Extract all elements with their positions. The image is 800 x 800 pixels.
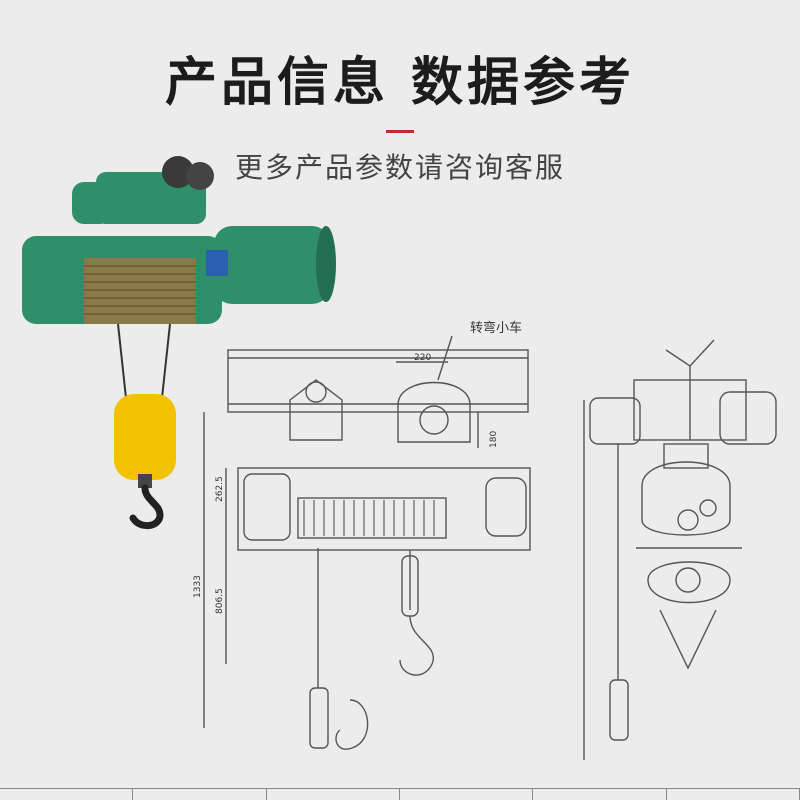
trolley-label: 转弯小车 bbox=[470, 320, 522, 336]
turning-trolley bbox=[397, 381, 471, 443]
spec-table-header bbox=[0, 788, 800, 800]
dim-806-5: 806.5 bbox=[215, 588, 225, 614]
page-subtitle: 更多产品参数请咨询客服 bbox=[234, 151, 565, 184]
main-motor bbox=[214, 226, 330, 304]
spec-table-cell bbox=[400, 789, 534, 800]
hoist-photo bbox=[22, 156, 336, 529]
spec-table-cell bbox=[0, 789, 134, 800]
drawing-pendant bbox=[309, 687, 329, 749]
dim-220: 220 bbox=[414, 353, 431, 363]
drawing-hook bbox=[399, 615, 435, 676]
i-beam bbox=[227, 349, 529, 413]
drawing-hoist-body bbox=[237, 467, 531, 551]
title-accent-line bbox=[386, 130, 414, 133]
dim-1333: 1333 bbox=[193, 575, 203, 598]
spec-table-cell bbox=[533, 789, 667, 800]
motor-small bbox=[72, 182, 112, 224]
front-view-drawing bbox=[203, 335, 531, 750]
wire-rope-right bbox=[161, 323, 171, 399]
drum-rope-lines bbox=[84, 265, 196, 315]
page-title: 产品信息 数据参考 bbox=[164, 53, 636, 113]
hook bbox=[129, 484, 164, 529]
side-view-drawing bbox=[583, 339, 777, 760]
spec-table-cell bbox=[667, 789, 800, 800]
wire-rope-drum bbox=[84, 258, 196, 324]
motor-end-cap bbox=[316, 226, 336, 302]
drawing-drum-hatch bbox=[303, 500, 435, 536]
dim-180: 180 bbox=[489, 431, 499, 448]
trolley-wheel-left bbox=[162, 156, 194, 188]
wire-rope-left bbox=[117, 323, 127, 399]
trolley-left bbox=[289, 379, 343, 441]
dim-262-5: 262.5 bbox=[215, 476, 225, 502]
spec-table-cell bbox=[133, 789, 267, 800]
hook-block bbox=[114, 394, 176, 480]
junction-box bbox=[206, 250, 228, 276]
hook-shank bbox=[138, 474, 152, 488]
spec-table-cell bbox=[267, 789, 400, 800]
trolley-wheel-right bbox=[186, 162, 214, 190]
